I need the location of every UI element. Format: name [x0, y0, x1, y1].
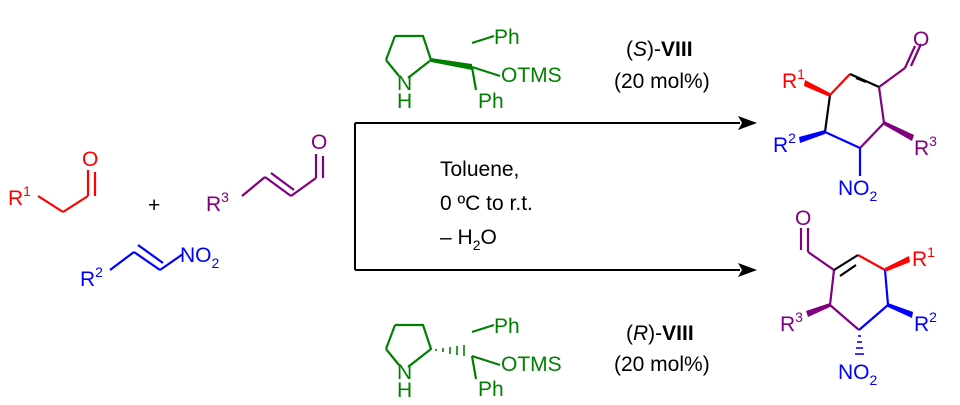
product-bottom-wedge-r3 — [806, 303, 830, 317]
catalyst-s-otms: OTMS — [501, 64, 562, 87]
catalyst-r-label: (R)-VIII — [626, 322, 694, 345]
enal-r-label: R3 — [206, 189, 229, 216]
catalyst-r-n: N — [397, 361, 412, 384]
enal-o-label: O — [311, 131, 327, 154]
nitroalkene-reactant — [109, 244, 184, 271]
product-bottom-ring — [799, 228, 890, 331]
product-top-ring — [823, 43, 923, 176]
plus-sign: + — [148, 194, 160, 217]
catalyst-r-structure — [384, 323, 501, 380]
catalyst-r-otms: OTMS — [501, 353, 562, 376]
catalyst-r-ph-top: Ph — [494, 315, 520, 338]
catalyst-s-ph-top: Ph — [494, 26, 520, 49]
product-top-r2: R2 — [773, 130, 796, 157]
product-bottom-o: O — [795, 207, 811, 230]
aldehyde-reactant — [37, 170, 97, 213]
product-top-nitro: NO2 — [838, 177, 878, 204]
catalyst-r-hash-bond — [435, 345, 465, 356]
product-bottom-wedge-r1 — [885, 256, 910, 272]
product-top-wedge-r1 — [804, 80, 830, 97]
product-bottom-nitro: NO2 — [838, 361, 878, 388]
catalyst-s-wedge — [431, 58, 472, 70]
conditions-water-removal: – H2O — [440, 226, 497, 253]
nitroalkene-nitro-label: NO2 — [180, 244, 220, 271]
product-bottom-wedge-r2 — [888, 303, 913, 318]
aldehyde-r-label: R1 — [8, 183, 31, 210]
conditions-solvent: Toluene, — [440, 158, 519, 181]
conditions-temperature: 0 ºC to r.t. — [440, 192, 533, 215]
product-bottom-r3: R3 — [780, 309, 803, 336]
enal-reactant — [241, 154, 325, 197]
product-top-o: O — [913, 28, 929, 51]
catalyst-s-n: N — [397, 72, 412, 95]
product-bottom-r2: R2 — [914, 309, 937, 336]
reaction-arrows — [354, 122, 740, 271]
product-bottom-r1: R1 — [912, 244, 935, 271]
aldehyde-o-label: O — [82, 148, 98, 171]
product-bottom-hash-nitro — [855, 335, 864, 355]
arrowhead-top — [738, 116, 757, 130]
arrowhead-bottom — [738, 263, 757, 277]
catalyst-s-loading: (20 mol%) — [614, 70, 710, 93]
product-top-wedge-r2 — [799, 130, 825, 143]
nitroalkene-r-label: R2 — [80, 264, 103, 291]
catalyst-r-h: H — [397, 379, 412, 402]
catalyst-s-h: H — [397, 90, 412, 113]
catalyst-s-structure — [384, 34, 501, 91]
product-top-r1: R1 — [782, 66, 805, 93]
product-top-wedge-r3 — [884, 121, 914, 141]
catalyst-s-ph-bottom: Ph — [478, 90, 504, 113]
catalyst-r-loading: (20 mol%) — [614, 353, 710, 376]
catalyst-r-ph-bottom: Ph — [478, 378, 504, 401]
product-top-r3: R3 — [914, 133, 937, 160]
catalyst-s-label: (S)-VIII — [626, 38, 693, 61]
